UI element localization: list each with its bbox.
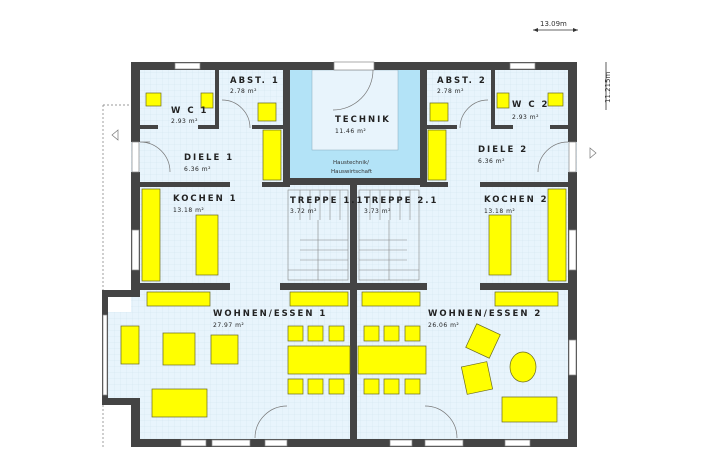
svg-text:Haustechnik/: Haustechnik/ [333,160,369,166]
svg-text:WOHNEN/ESSEN 1: WOHNEN/ESSEN 1 [213,309,327,319]
depth-dimension: 11.215m [604,62,612,110]
room-labels: W C 1 2.93 m² ABST. 1 2.78 m² TECHNIK 11… [171,76,549,329]
svg-text:KOCHEN 2: KOCHEN 2 [484,195,549,205]
doors [111,69,597,439]
svg-text:DIELE 2: DIELE 2 [478,145,528,155]
svg-text:TREPPE 1.1: TREPPE 1.1 [290,196,364,206]
svg-text:ABST. 2: ABST. 2 [437,76,487,86]
svg-text:2.78 m²: 2.78 m² [437,88,464,95]
svg-text:3.73 m²: 3.73 m² [364,208,391,215]
svg-text:Hauswirtschaft: Hauswirtschaft [331,169,373,175]
svg-text:6.36 m²: 6.36 m² [184,166,211,173]
svg-text:2.93 m²: 2.93 m² [512,114,539,121]
svg-text:TREPPE 2.1: TREPPE 2.1 [364,196,438,206]
svg-text:2.93 m²: 2.93 m² [171,118,198,125]
svg-text:ABST. 1: ABST. 1 [230,76,280,86]
svg-text:13.18 m²: 13.18 m² [484,208,515,215]
svg-text:W C 2: W C 2 [512,100,549,110]
furniture [120,92,567,423]
svg-text:26.06 m²: 26.06 m² [428,322,459,329]
svg-text:27.97 m²: 27.97 m² [213,322,244,329]
svg-text:13.09m: 13.09m [540,20,567,28]
svg-text:WOHNEN/ESSEN 2: WOHNEN/ESSEN 2 [428,309,542,319]
svg-text:11.215m: 11.215m [604,72,612,103]
svg-text:13.18 m²: 13.18 m² [173,207,204,214]
svg-text:6.36 m²: 6.36 m² [478,158,505,165]
windows [102,61,577,447]
svg-text:DIELE 1: DIELE 1 [184,153,234,163]
svg-text:W C 1: W C 1 [171,106,208,116]
svg-text:11.46 m²: 11.46 m² [335,128,366,135]
svg-text:KOCHEN 1: KOCHEN 1 [173,194,238,204]
stairs [287,189,420,281]
svg-text:3.72 m²: 3.72 m² [290,208,317,215]
svg-text:2.78 m²: 2.78 m² [230,88,257,95]
width-dimension: 13.09m [533,20,578,32]
svg-text:TECHNIK: TECHNIK [335,115,391,125]
